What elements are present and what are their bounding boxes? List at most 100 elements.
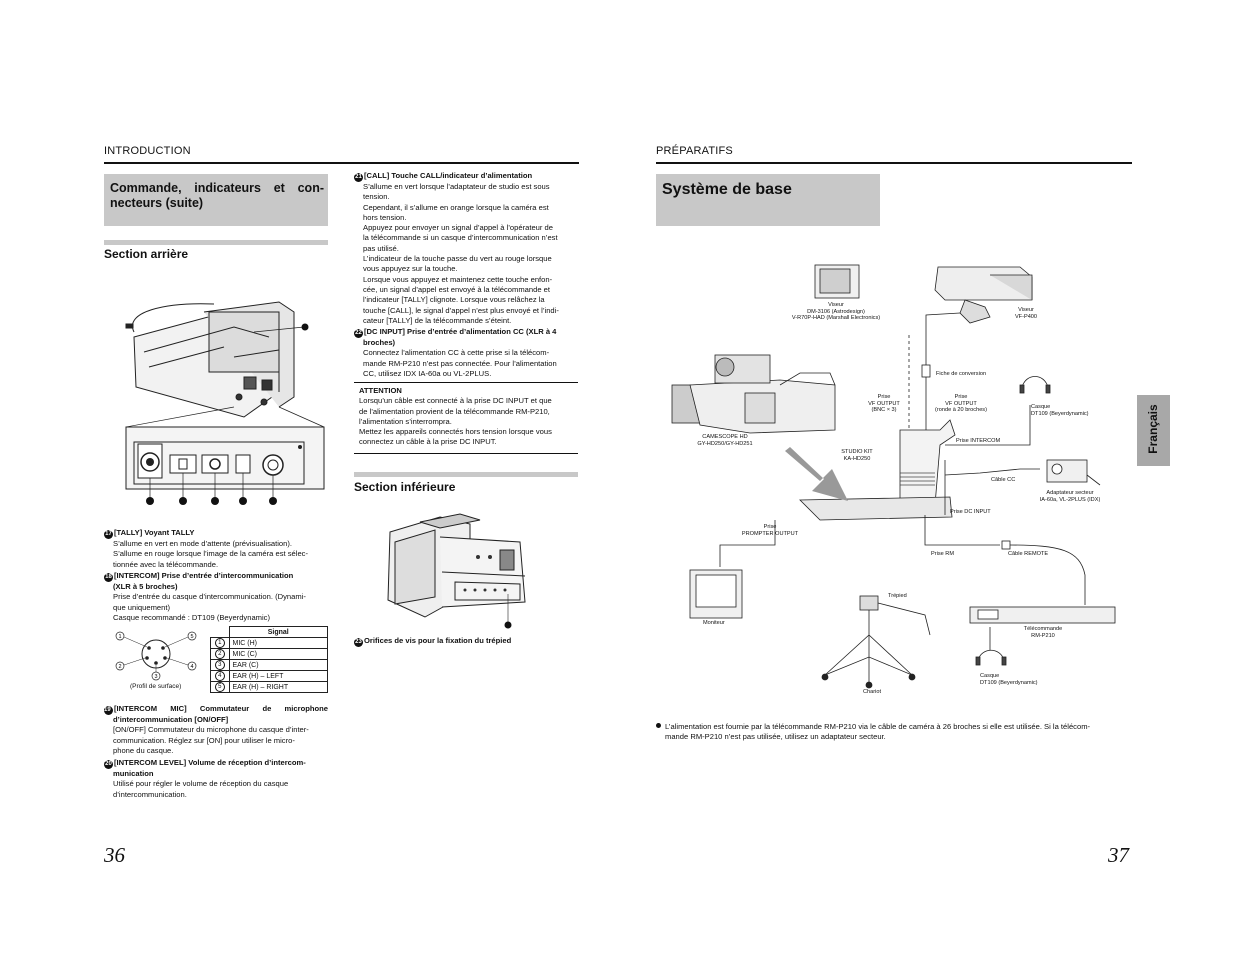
item-title-cont: munication bbox=[113, 769, 154, 778]
header-rule bbox=[656, 162, 1132, 164]
item-title-cont: d’intercommunication [ON/OFF] bbox=[113, 715, 229, 724]
header-rule bbox=[104, 162, 579, 164]
item-line: tension. bbox=[363, 192, 390, 202]
pin-number: 5 bbox=[214, 682, 225, 692]
attention-line: connectez un câble à la prise DC INPUT. bbox=[359, 437, 497, 447]
item-title: [INTERCOM MIC] Commutateur de microphone bbox=[114, 704, 328, 713]
callout-number: 21 bbox=[354, 173, 363, 182]
attention-line: l’alimentation s’interrompra. bbox=[359, 416, 452, 426]
attention-box: ATTENTION Lorsqu’un câble est connecté à… bbox=[354, 386, 578, 448]
item-line: l’indicateur [TALLY] clignote. Lorsque v… bbox=[363, 295, 545, 305]
callout-number: 23 bbox=[354, 638, 363, 647]
label-prise-intercom: Prise INTERCOM bbox=[956, 438, 1001, 444]
attention-rule-top bbox=[354, 382, 578, 383]
label-fiche-conversion: Fiche de conversion bbox=[936, 371, 987, 377]
label-moniteur: Moniteur bbox=[703, 620, 725, 626]
item-line: que uniquement) bbox=[113, 602, 170, 612]
label-prise-rm: Prise RM bbox=[931, 551, 954, 557]
item-title-cont: (XLR à 5 broches) bbox=[113, 582, 178, 591]
attention-line: de l’alimentation provient de la télécom… bbox=[359, 406, 550, 416]
item-21: 21[CALL] Touche CALL/indicateur d’alimen… bbox=[354, 171, 578, 326]
item-22: 22[DC INPUT] Prise d’entrée d’alimentati… bbox=[354, 327, 578, 379]
pin-number: 3 bbox=[214, 660, 225, 670]
bottom-view-illustration bbox=[387, 513, 526, 629]
item-line: vous appuyez sur la touche. bbox=[363, 264, 458, 274]
svg-text:5: 5 bbox=[190, 634, 193, 640]
callout-number: 22 bbox=[354, 329, 363, 338]
item-line: tionnée avec la télécommande. bbox=[113, 559, 219, 569]
item-line: Connectez l’alimentation CC à cette pris… bbox=[363, 348, 550, 358]
title-line-2: necteurs (suite) bbox=[110, 196, 204, 210]
item-line: S’allume en vert en mode d’attente (prév… bbox=[113, 539, 292, 548]
attention-title: ATTENTION bbox=[359, 386, 402, 395]
item-title-cont: broches) bbox=[363, 338, 396, 347]
item-title: [TALLY] Voyant TALLY bbox=[114, 528, 195, 537]
bottom-section-heading: Section inférieure bbox=[354, 480, 456, 494]
label-cable-remote: Câble REMOTE bbox=[1008, 551, 1049, 557]
item-title: [INTERCOM LEVEL] Volume de réception d’i… bbox=[114, 758, 306, 767]
item-line: la télécommande si un casque d’intercomm… bbox=[363, 233, 558, 243]
rear-section-heading: Section arrière bbox=[104, 247, 189, 261]
page-title: Système de base bbox=[662, 181, 792, 198]
rear-panel-illustration bbox=[125, 301, 325, 505]
svg-text:2: 2 bbox=[118, 664, 121, 670]
language-tab-label: Français bbox=[1146, 404, 1160, 454]
item-20: 20[INTERCOM LEVEL] Volume de réception d… bbox=[104, 758, 328, 800]
item-line: cateur [TALLY] de la télécommande s’étei… bbox=[363, 315, 512, 325]
signal-cell: MIC (C) bbox=[228, 648, 328, 660]
section-header-introduction: INTRODUCTION bbox=[104, 145, 191, 157]
item-line: Utilisé pour régler le volume de récepti… bbox=[113, 779, 289, 789]
item-line: touche [CALL], le signal d’appel n’est p… bbox=[363, 305, 559, 315]
signal-cell: EAR (H) – LEFT bbox=[228, 670, 328, 682]
note-line: mande RM-P210 n’est pas utilisée, utilis… bbox=[665, 732, 886, 742]
signal-cell: MIC (H) bbox=[228, 637, 328, 649]
item-line: communication. Réglez sur [ON] pour util… bbox=[113, 735, 295, 745]
item-title: [DC INPUT] Prise d’entrée d’alimentation… bbox=[364, 327, 557, 336]
item-18: 18[INTERCOM] Prise d’entrée d’intercommu… bbox=[104, 571, 328, 623]
item-line: Appuyez pour envoyer un signal d’appel à… bbox=[363, 223, 553, 233]
item-17: 17[TALLY] Voyant TALLY S’allume en vert … bbox=[104, 528, 328, 570]
profile-caption: (Profil de surface) bbox=[130, 683, 182, 690]
attention-line: Lorsqu’un câble est connecté à la prise … bbox=[359, 396, 552, 406]
section-header-preparatifs: PRÉPARATIFS bbox=[656, 145, 733, 157]
item-line: [ON/OFF] Commutateur du microphone du ca… bbox=[113, 725, 309, 735]
title-box: Commande, indicateurs et con- necteurs (… bbox=[104, 174, 328, 226]
caption-text: Orifices de vis pour la fixation du trép… bbox=[364, 636, 512, 645]
item-line: S’allume en rouge lorsque l’image de la … bbox=[113, 549, 309, 559]
language-tab[interactable]: Français bbox=[1137, 395, 1170, 466]
pin-number: 1 bbox=[214, 638, 225, 648]
svg-text:1: 1 bbox=[118, 634, 121, 640]
item-line: Prise d’entrée du casque d’intercommunic… bbox=[113, 592, 306, 602]
signal-cell: EAR (H) – RIGHT bbox=[228, 681, 328, 693]
pin-number: 2 bbox=[214, 649, 225, 659]
item-line: S’allume en vert lorsque l’adaptateur de… bbox=[363, 182, 550, 191]
item-line: mande RM-P210 n’est pas connectée. Pour … bbox=[363, 358, 557, 368]
item-line: CC, utilisez IDX IA-60a ou VL-2PLUS. bbox=[363, 368, 492, 378]
item-line: hors tension. bbox=[363, 212, 407, 222]
signal-header: Signal bbox=[228, 626, 328, 638]
label-chariot: Chariot bbox=[863, 689, 882, 695]
callout-number: 20 bbox=[104, 760, 113, 769]
title-line-1: Commande, indicateurs et con- bbox=[110, 181, 324, 195]
subhead-bar bbox=[354, 472, 578, 477]
item-title: [INTERCOM] Prise d’entrée d’intercommuni… bbox=[114, 571, 294, 580]
subhead-bar bbox=[104, 240, 328, 245]
page-title: Commande, indicateurs et con- necteurs (… bbox=[110, 181, 324, 211]
label-trepied: Trépied bbox=[888, 593, 907, 599]
item-line: pas utilisé. bbox=[363, 243, 399, 253]
note-line: L’alimentation est fournie par la téléco… bbox=[665, 722, 1091, 731]
